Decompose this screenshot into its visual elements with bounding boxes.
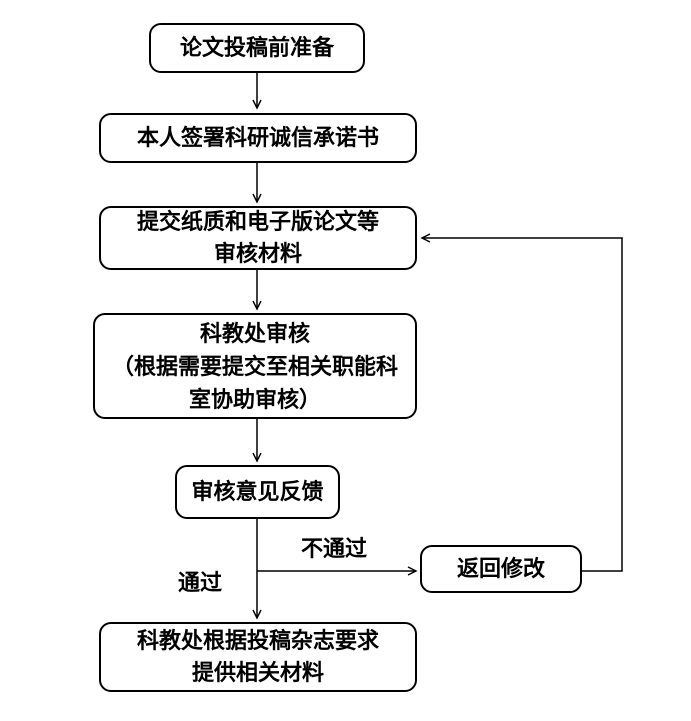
- flow-node-feedback: 审核意见反馈: [175, 465, 340, 519]
- edge-label-pass: 通过: [168, 570, 232, 596]
- flow-node-revise: 返回修改: [420, 545, 582, 593]
- flow-node-provide-materials: 科教处根据投稿杂志要求 提供相关材料: [99, 622, 417, 692]
- edge-label-fail: 不通过: [288, 536, 380, 562]
- flow-node-prepare: 论文投稿前准备: [149, 23, 365, 73]
- flow-node-dept-review: 科教处审核 （根据需要提交至相关职能科 室协助审核）: [93, 313, 417, 419]
- arrow-revise-loop-to-submit: [420, 233, 623, 572]
- flow-node-submit-materials: 提交纸质和电子版论文等 审核材料: [99, 206, 417, 270]
- flow-node-sign-commitment: 本人签署科研诚信承诺书: [99, 113, 417, 163]
